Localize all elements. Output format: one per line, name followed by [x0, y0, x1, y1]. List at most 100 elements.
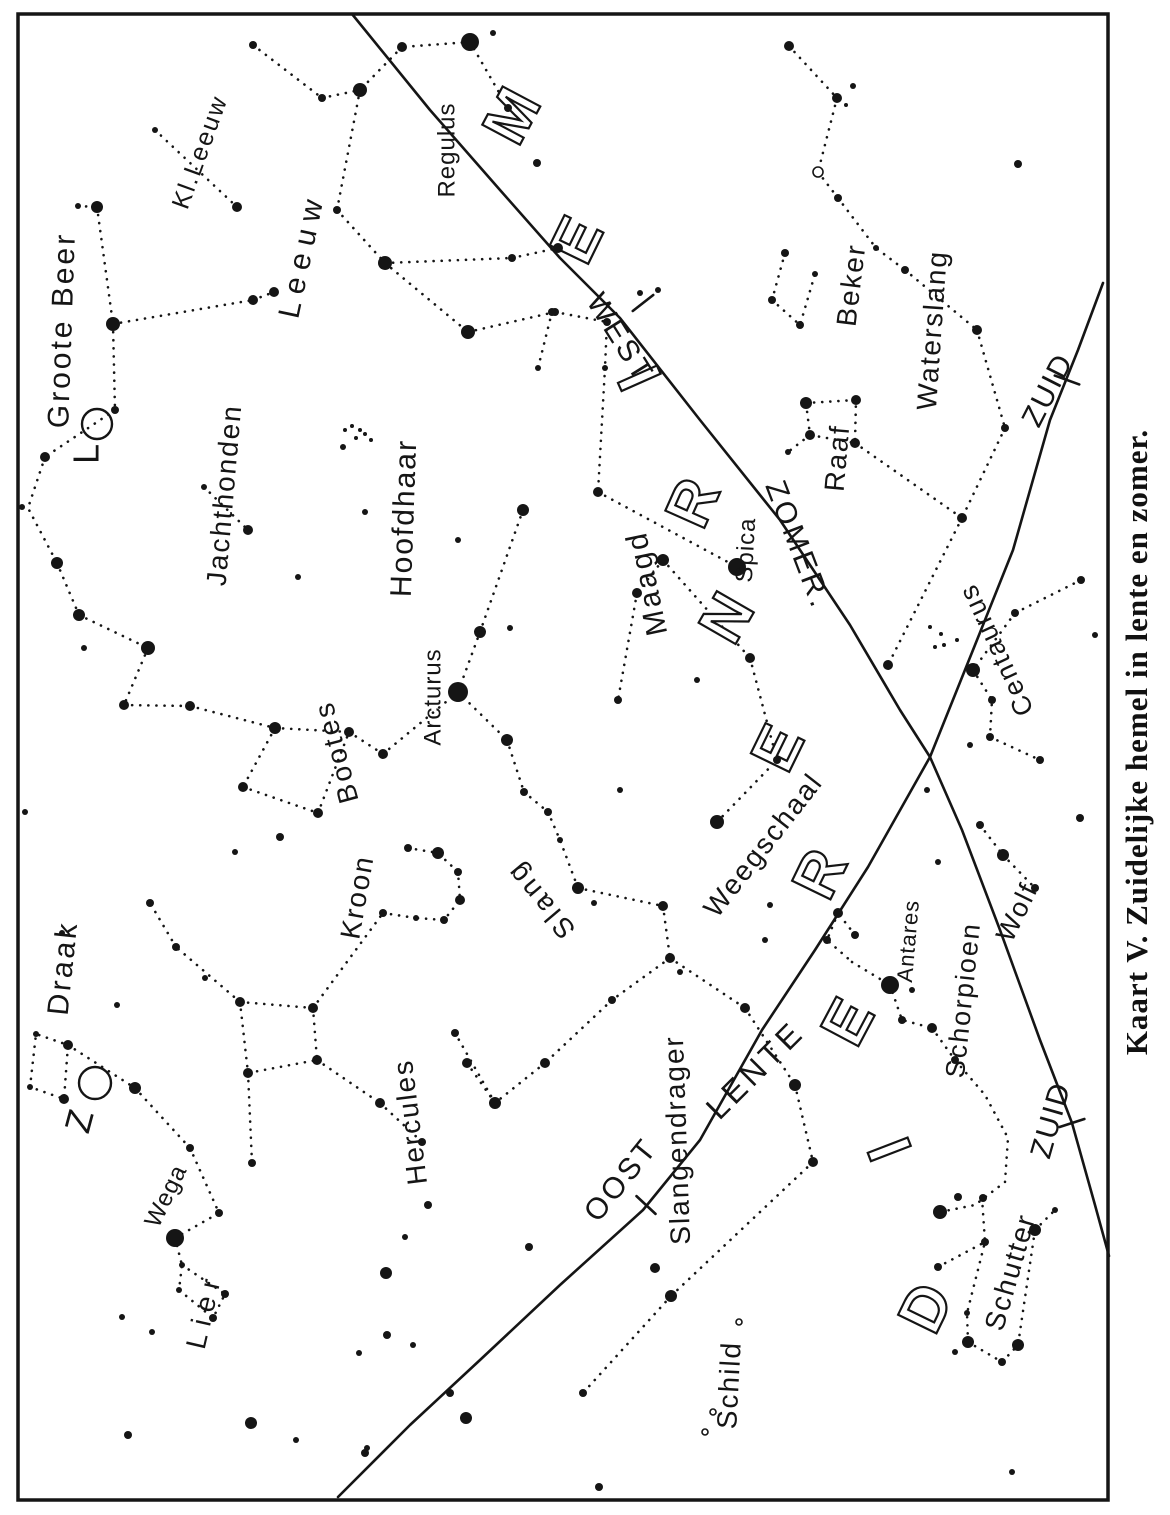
constellation-link — [748, 656, 779, 762]
star — [149, 1329, 155, 1335]
star — [927, 1023, 937, 1033]
constellation-link — [188, 704, 277, 730]
star — [455, 895, 465, 905]
constellation-link — [381, 911, 418, 920]
star — [455, 537, 461, 543]
star — [293, 1437, 299, 1443]
star — [784, 41, 794, 51]
constellation-link — [347, 730, 385, 756]
star — [446, 1389, 454, 1397]
star — [22, 809, 28, 815]
star — [844, 103, 848, 107]
star — [243, 525, 253, 535]
star — [63, 1040, 73, 1050]
constellation-label: Jachthonden — [201, 403, 248, 587]
star — [881, 976, 899, 994]
constellation-label: Schild — [711, 1340, 747, 1430]
constellation-link — [188, 1146, 221, 1215]
constellation-link — [133, 1086, 192, 1150]
constellation-label: Antares — [892, 899, 924, 984]
star — [114, 1002, 120, 1008]
star-open — [709, 1408, 717, 1416]
star — [608, 996, 616, 1004]
star — [1036, 756, 1044, 764]
constellation-label: Centaurus — [952, 579, 1039, 721]
horizon-tick — [635, 1194, 657, 1216]
star — [544, 808, 552, 816]
star — [413, 915, 419, 921]
star — [318, 94, 326, 102]
star — [209, 1314, 217, 1322]
constellation-link — [1033, 1208, 1057, 1232]
star — [375, 1098, 385, 1108]
star — [823, 936, 831, 944]
star — [976, 821, 984, 829]
star — [440, 916, 448, 924]
constellation-link — [816, 170, 840, 200]
star — [796, 321, 804, 329]
constellation-link — [546, 810, 580, 890]
star — [677, 969, 683, 975]
star — [397, 42, 407, 52]
star — [548, 308, 556, 316]
star — [972, 325, 982, 335]
zodiac-letter: N — [686, 581, 768, 654]
star — [489, 1097, 501, 1109]
constellation-link — [786, 433, 812, 454]
star — [1014, 160, 1022, 168]
star — [955, 638, 959, 642]
star — [933, 1205, 947, 1219]
star — [232, 849, 238, 855]
constellation-link — [153, 128, 239, 209]
star — [525, 1243, 533, 1251]
star — [269, 722, 281, 734]
star — [773, 756, 781, 764]
star — [276, 833, 284, 841]
star — [490, 30, 496, 36]
constellation-link — [55, 561, 81, 617]
star — [951, 1056, 959, 1064]
star — [873, 245, 879, 251]
constellation-link — [770, 251, 817, 327]
star — [632, 588, 642, 598]
star — [201, 484, 207, 490]
constellation-link — [174, 945, 242, 1004]
constellation-label: Draak — [42, 919, 85, 1017]
constellation-label: Raaf — [819, 423, 856, 493]
star — [789, 1079, 801, 1091]
constellation-label: Arcturus — [420, 648, 447, 745]
star — [344, 727, 354, 737]
constellation-link — [122, 646, 150, 707]
star — [364, 1445, 370, 1451]
constellation-label: Wolf — [990, 878, 1044, 946]
constellation-link — [966, 1228, 1037, 1364]
star — [40, 452, 50, 462]
star — [767, 902, 773, 908]
star — [75, 203, 81, 209]
star — [124, 1431, 132, 1439]
star — [710, 815, 724, 829]
star — [694, 677, 700, 683]
star — [166, 1229, 184, 1247]
star — [141, 641, 155, 655]
star — [308, 1003, 318, 1013]
constellation-link — [505, 738, 526, 794]
star — [728, 558, 746, 576]
zodiac-letter: D — [885, 1273, 967, 1343]
constellation-link — [315, 1058, 382, 1105]
star — [51, 557, 63, 569]
star — [517, 504, 529, 516]
star — [152, 127, 158, 133]
constellation-link — [383, 256, 514, 265]
constellation-link — [661, 904, 672, 960]
star — [1077, 576, 1085, 584]
star — [378, 256, 392, 270]
star — [762, 937, 768, 943]
star — [350, 424, 354, 428]
constellation-link — [122, 703, 192, 708]
star — [851, 395, 861, 405]
star-open — [735, 1318, 743, 1326]
star — [245, 1417, 257, 1429]
constellation-link — [335, 208, 387, 265]
zenith-circle-l — [80, 407, 114, 441]
